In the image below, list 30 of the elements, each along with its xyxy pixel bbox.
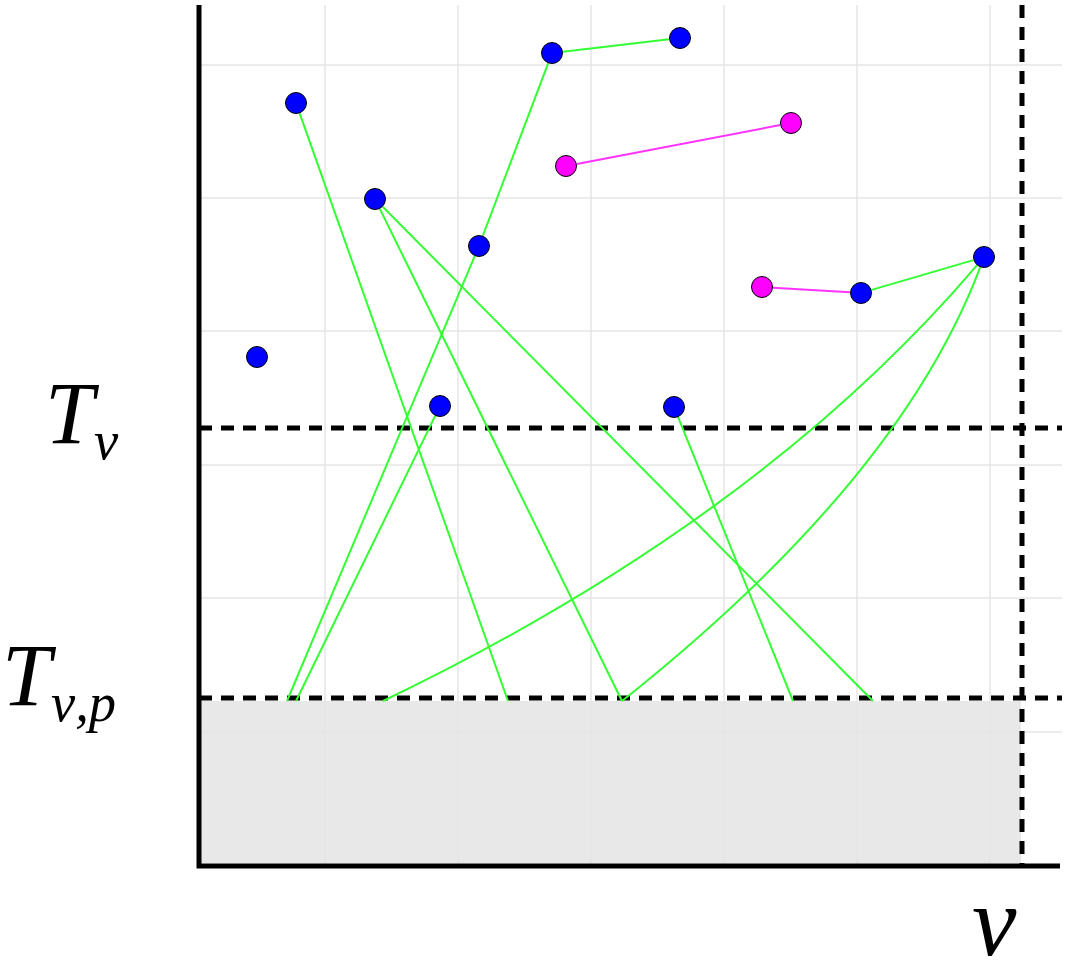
connector-line bbox=[772, 286, 851, 294]
data-point-dot bbox=[364, 188, 386, 210]
connector-line bbox=[381, 205, 874, 702]
data-point-dot bbox=[973, 246, 995, 268]
data-point-dot bbox=[285, 92, 307, 114]
connector-line bbox=[575, 124, 782, 165]
data-point-dot bbox=[468, 235, 490, 257]
connector-line bbox=[295, 414, 437, 702]
data-point-dot bbox=[663, 396, 685, 418]
connector-line bbox=[298, 112, 509, 702]
connector-line bbox=[286, 255, 476, 702]
connector-line bbox=[382, 264, 978, 702]
data-point-dot bbox=[669, 27, 691, 49]
connector-line bbox=[481, 62, 550, 237]
data-point-dot bbox=[751, 276, 773, 298]
connector-line bbox=[677, 416, 794, 702]
axis-label: T$_{ν,p}$ bbox=[2, 632, 117, 731]
connector-line bbox=[561, 38, 671, 53]
data-point-dot bbox=[541, 42, 563, 64]
connector-line bbox=[621, 266, 982, 702]
axis-label: ν bbox=[972, 872, 1017, 960]
axis-label: T$_{ν}$ bbox=[45, 370, 119, 469]
data-point-dot bbox=[850, 282, 872, 304]
shaded-region bbox=[201, 701, 1021, 863]
connector-line bbox=[870, 259, 975, 291]
data-point-dot bbox=[246, 346, 268, 368]
connector-line bbox=[378, 207, 623, 702]
data-point-dot bbox=[780, 112, 802, 134]
data-point-dot bbox=[429, 395, 451, 417]
data-point-dot bbox=[555, 155, 577, 177]
